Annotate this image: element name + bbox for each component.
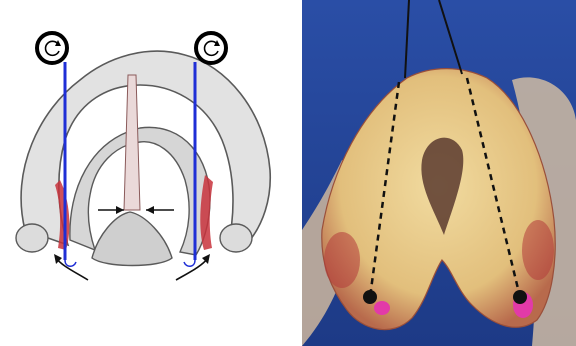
anchor-dot-left [363,290,377,304]
arytenoid-base [92,212,172,266]
curved-arrow-right-icon [176,254,210,280]
larynx-illustration [0,0,286,346]
arrow-right-icon [146,206,174,214]
larynx-specimen-photo [302,0,576,346]
anchor-dot-right [513,290,527,304]
vocal-fold-stalk [124,75,140,210]
larynx-illustration-panel [0,0,286,346]
marker-left [374,301,390,315]
rotation-knob-icon-left [37,33,67,63]
specimen-photo [302,0,576,346]
arrow-left-icon [98,206,124,214]
rotation-knob-icon-right [196,33,226,63]
muscle-patch-left [324,232,360,288]
muscle-patch-right [522,220,554,280]
